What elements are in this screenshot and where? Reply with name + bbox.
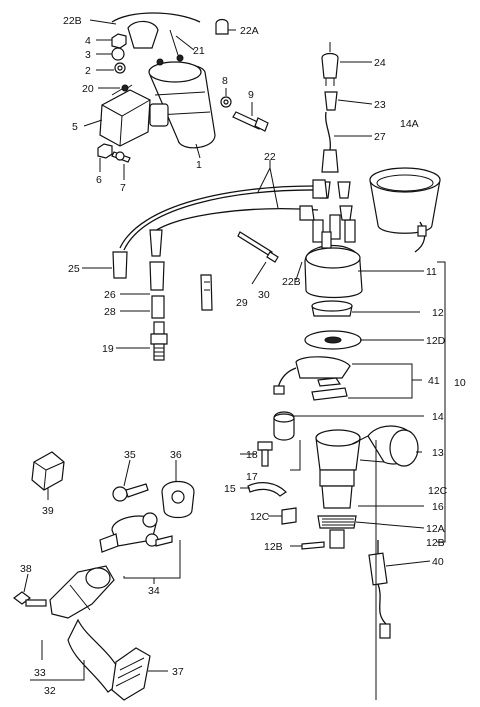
label-15: 15: [224, 483, 236, 495]
label-37: 37: [172, 666, 184, 678]
steering-lock-housing-33: [49, 565, 125, 693]
label-12A: 12A: [426, 523, 445, 535]
vacuum-unit-13: [351, 425, 419, 467]
relay-39: [31, 451, 65, 491]
label-1: 1: [196, 159, 202, 171]
pin-12b: [301, 541, 325, 550]
clamp-12c: [281, 507, 297, 525]
spark-plug-19: [150, 321, 168, 361]
label-7: 7: [120, 182, 126, 194]
label-14A: 14A: [400, 118, 419, 130]
coil-terminal-22a: [215, 18, 229, 35]
coil-bolt-9: [220, 96, 269, 132]
plug-connector-25: [112, 251, 128, 279]
switch-knob-37: [111, 647, 151, 701]
connector-23: [324, 91, 338, 111]
label-38: 38: [20, 563, 32, 575]
label-11: 11: [426, 266, 437, 278]
coil-washers-nut: [111, 33, 127, 74]
plug-boot-28: [151, 295, 165, 319]
label-22B-top: 22B: [63, 15, 82, 27]
label-4: 4: [85, 35, 91, 47]
label-12D: 12D: [426, 335, 446, 347]
label-12B-right: 12B: [426, 537, 445, 549]
label-34: 34: [148, 585, 160, 597]
label-9: 9: [248, 89, 254, 101]
label-22B-mid: 22B: [282, 276, 301, 288]
distributor-shield-14a: [369, 167, 441, 253]
label-6: 6: [96, 174, 102, 186]
label-23: 23: [374, 99, 386, 111]
label-2: 2: [85, 65, 91, 77]
label-22A: 22A: [240, 25, 259, 37]
lock-cylinder-34: [99, 512, 173, 553]
label-27: 27: [374, 131, 386, 143]
label-12: 12: [432, 307, 444, 319]
nut-6-screw-7: [97, 143, 131, 163]
ignition-control-unit: [99, 84, 151, 147]
label-16: 16: [432, 501, 444, 513]
label-36: 36: [170, 449, 182, 461]
label-39: 39: [42, 505, 54, 517]
plug-connector-29: [200, 274, 213, 311]
contact-breaker-41: [273, 356, 351, 401]
label-41: 41: [428, 375, 440, 387]
key-35: [112, 483, 149, 502]
label-29: 29: [236, 297, 248, 309]
label-22: 22: [264, 151, 276, 163]
label-35: 35: [124, 449, 136, 461]
rotor-12: [311, 300, 353, 317]
label-12C-right: 12C: [428, 485, 448, 497]
callout-labels: 22B 22A 4 3 2 21 20 8 9 5 1 6 7 24 23 14…: [20, 15, 466, 697]
label-24: 24: [374, 57, 386, 69]
condenser-14: [273, 411, 295, 441]
wiring-harness-40: [368, 540, 391, 639]
distributor-cap-11: [304, 214, 363, 299]
ignition-coil: [148, 29, 216, 149]
label-28: 28: [104, 306, 116, 318]
label-30: 30: [258, 289, 270, 301]
label-14: 14: [432, 411, 444, 423]
bolt-18: [257, 441, 273, 467]
label-18: 18: [246, 449, 258, 461]
label-12C-left: 12C: [250, 511, 270, 523]
label-32: 32: [44, 685, 56, 697]
label-10: 10: [454, 377, 466, 389]
distributor-body-16: [315, 429, 361, 549]
label-21: 21: [193, 45, 205, 57]
label-25: 25: [68, 263, 80, 275]
label-12B-left: 12B: [264, 541, 283, 553]
dust-cover-12d: [304, 330, 362, 350]
screw-30: [237, 231, 279, 263]
clip-15: [247, 482, 287, 497]
leader-lines: [23, 19, 446, 700]
coil-bracket-cap: [111, 12, 201, 49]
label-13: 13: [432, 447, 444, 459]
ht-leads-22: [119, 179, 328, 251]
hv-lead-27: [321, 111, 339, 173]
suppressor-connector-24: [321, 42, 339, 86]
label-20: 20: [82, 83, 94, 95]
label-26: 26: [104, 289, 116, 301]
label-19: 19: [102, 343, 114, 355]
label-33: 33: [34, 667, 46, 679]
label-17: 17: [246, 471, 258, 483]
label-8: 8: [222, 75, 228, 87]
plug-connector-26: [149, 229, 165, 291]
bolt-38: [13, 591, 47, 607]
label-3: 3: [85, 49, 91, 61]
label-40: 40: [432, 556, 444, 568]
label-5: 5: [72, 121, 78, 133]
switch-cover-36: [161, 480, 195, 519]
